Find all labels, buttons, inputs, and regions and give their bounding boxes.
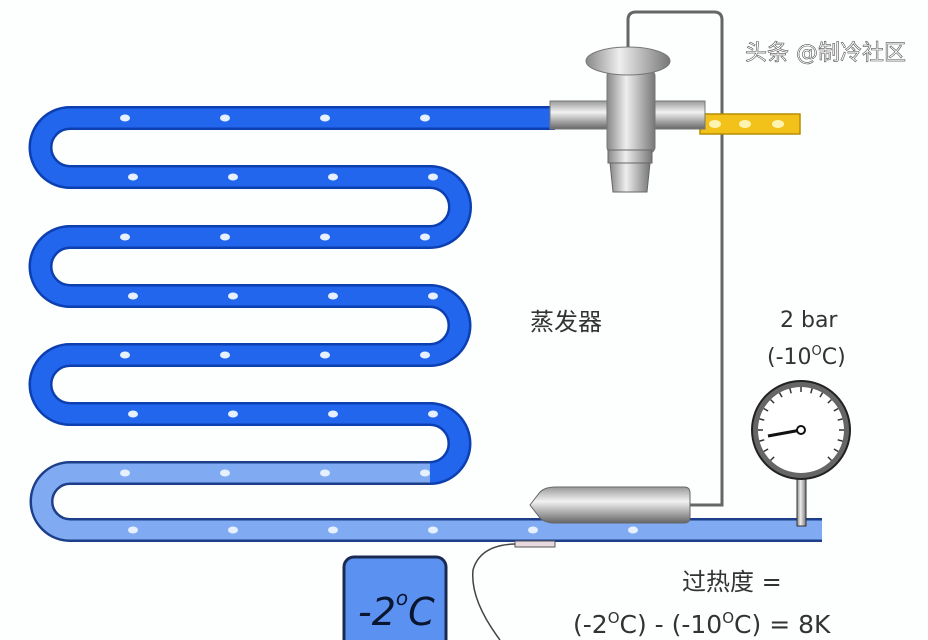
gauge-tick bbox=[770, 456, 775, 461]
bubble bbox=[120, 114, 130, 122]
bubble bbox=[120, 233, 130, 241]
gauge-tick bbox=[819, 392, 824, 398]
superheat-title: 过热度 = bbox=[682, 568, 782, 596]
gauge-tick bbox=[789, 388, 792, 394]
gauge-tick bbox=[837, 439, 843, 442]
gauge-tick bbox=[827, 456, 832, 461]
bubble bbox=[128, 292, 138, 300]
gauge-tick bbox=[770, 399, 775, 404]
display-degree: o bbox=[396, 586, 408, 610]
evaporator-coil-liquid-inner bbox=[31, 108, 555, 483]
bubble bbox=[228, 526, 238, 534]
bubble bbox=[228, 173, 238, 181]
inlet-bubbles bbox=[709, 120, 784, 128]
pressure-label: 2 bar bbox=[780, 308, 838, 333]
gauge-tick bbox=[810, 388, 813, 394]
watermark: 头条 @制冷社区 bbox=[745, 41, 906, 66]
gauge-tick bbox=[759, 439, 765, 442]
bubble bbox=[328, 173, 338, 181]
bubble bbox=[128, 526, 138, 534]
bubble bbox=[220, 114, 230, 122]
probe-wire bbox=[471, 543, 516, 640]
bubble bbox=[328, 292, 338, 300]
pressure-gauge bbox=[751, 380, 851, 527]
bubble bbox=[420, 114, 430, 122]
bubble bbox=[528, 526, 538, 534]
evaporator-label: 蒸发器 bbox=[530, 308, 602, 336]
bubble bbox=[128, 410, 138, 418]
gauge-tick bbox=[763, 407, 769, 412]
bubble bbox=[328, 410, 338, 418]
temperature-probe bbox=[514, 540, 556, 548]
display-unit: C bbox=[408, 590, 435, 634]
bubble bbox=[628, 526, 638, 534]
bubble bbox=[320, 351, 330, 359]
bubble bbox=[428, 526, 438, 534]
sensing-bulb bbox=[529, 486, 691, 524]
bubble bbox=[320, 114, 330, 122]
bubble bbox=[228, 292, 238, 300]
superheat-formula: (-2OC) - (-10OC) = 8K bbox=[573, 609, 831, 639]
expansion-valve bbox=[549, 46, 706, 193]
gauge-tick bbox=[759, 418, 765, 421]
bubble bbox=[220, 233, 230, 241]
saturation-temp-label: (-10OC) bbox=[767, 344, 846, 370]
bubble bbox=[128, 173, 138, 181]
bubble bbox=[420, 469, 430, 477]
capillary-tube bbox=[626, 10, 724, 507]
gauge-tick bbox=[763, 448, 769, 453]
bubble bbox=[120, 469, 130, 477]
bubble bbox=[320, 233, 330, 241]
bubble bbox=[428, 173, 438, 181]
gauge-tick bbox=[833, 448, 839, 453]
display-reading: -2oC bbox=[358, 586, 435, 634]
display-value: -2 bbox=[358, 590, 396, 634]
evaporator-coil-vapor-inner bbox=[32, 463, 822, 540]
bubble bbox=[428, 410, 438, 418]
bubble bbox=[328, 526, 338, 534]
bubble bbox=[420, 233, 430, 241]
bubble bbox=[220, 351, 230, 359]
bubble bbox=[420, 351, 430, 359]
bubble bbox=[220, 469, 230, 477]
gauge-tick bbox=[778, 392, 783, 398]
bubble bbox=[428, 292, 438, 300]
temperature-display: -2oC bbox=[342, 555, 448, 640]
bubble bbox=[228, 410, 238, 418]
gauge-tick bbox=[833, 407, 839, 412]
gauge-tick bbox=[827, 399, 832, 404]
gauge-needle bbox=[767, 428, 802, 438]
bubble bbox=[320, 469, 330, 477]
gauge-tick bbox=[837, 418, 843, 421]
bubble bbox=[120, 351, 130, 359]
refrigerant-bubbles bbox=[120, 114, 638, 534]
